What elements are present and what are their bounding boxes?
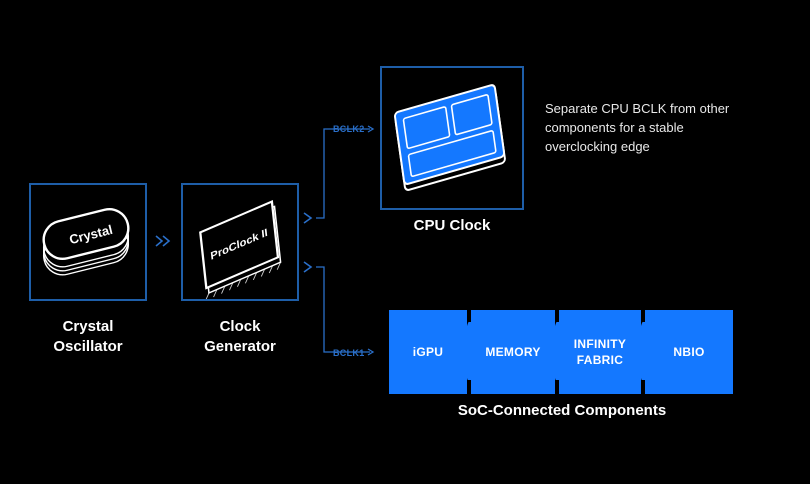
- soc-block-igpu-label: iGPU: [412, 345, 444, 359]
- soc-block-infinity-fabric-label: INFINITY FABRIC: [573, 337, 627, 367]
- bclk1-wire: [316, 266, 370, 353]
- note-line3: overclocking edge: [545, 139, 650, 154]
- clock-generator-label: Clock Generator: [190, 317, 290, 357]
- cpu-chip-icon: [394, 84, 506, 191]
- soc-block-infinity-fabric: INFINITY FABRIC: [559, 310, 641, 394]
- cpu-clock-box: [380, 66, 524, 210]
- soc-title: SoC-Connected Components: [457, 402, 667, 419]
- arrow-down-branch-icon: [303, 261, 313, 273]
- bclk1-label: BCLK1: [333, 348, 365, 358]
- soc-block-nbio-label: NBIO: [673, 345, 705, 359]
- soc-block-memory-label: MEMORY: [485, 345, 541, 359]
- note-line2: components for a stable: [545, 120, 684, 135]
- crystal-label-line1: Crystal: [62, 318, 114, 335]
- bclk2-wire: [316, 128, 370, 219]
- crystal-label-line2: Oscillator: [53, 338, 123, 355]
- bclk2-arrow-icon: [367, 125, 375, 133]
- crystal-chip-icon: Crystal: [42, 207, 130, 276]
- bclk2-label: BCLK2: [333, 124, 365, 134]
- soc-block-igpu: iGPU: [389, 310, 467, 394]
- soc-block-nbio: NBIO: [645, 310, 733, 394]
- clock-generator-box: ProClock II: [181, 183, 299, 301]
- crystal-oscillator-box: Crystal: [29, 183, 147, 301]
- cpu-clock-label: CPU Clock: [413, 217, 491, 234]
- crystal-oscillator-label: Crystal Oscillator: [38, 317, 138, 357]
- soc-block-memory: MEMORY: [471, 310, 555, 394]
- note-line1: Separate CPU BCLK from other: [545, 101, 730, 116]
- bclk1-arrow-icon: [367, 348, 375, 356]
- clockgen-label-line1: Clock: [219, 318, 261, 335]
- cpu-bclk-note: Separate CPU BCLK from other components …: [545, 99, 785, 156]
- clockgen-label-line2: Generator: [204, 338, 276, 355]
- proclock-chip-icon: ProClock II: [199, 200, 282, 299]
- arrow-crystal-to-clockgen-icon: [155, 235, 171, 247]
- arrow-up-branch-icon: [303, 212, 313, 224]
